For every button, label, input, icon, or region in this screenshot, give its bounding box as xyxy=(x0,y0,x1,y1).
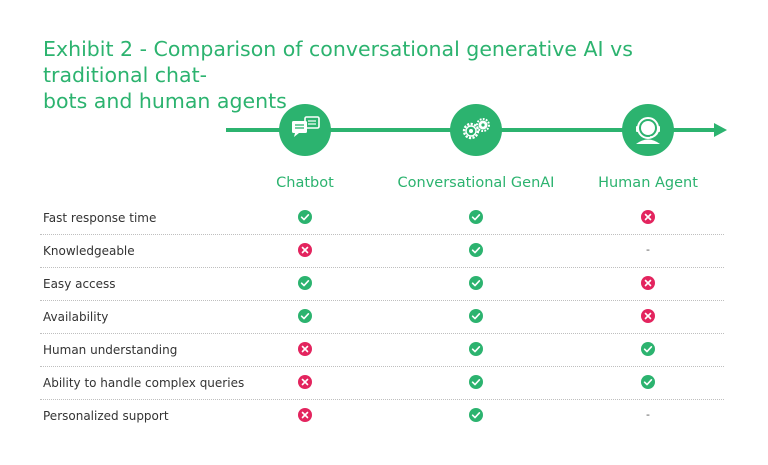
check-icon xyxy=(298,276,312,290)
page-title: Exhibit 2 - Comparison of conversational… xyxy=(43,36,743,114)
cross-icon xyxy=(298,243,312,257)
table-row: Easy access xyxy=(40,267,724,301)
cross-icon xyxy=(641,276,655,290)
not-applicable-dash: - xyxy=(646,408,650,421)
row-label: Ability to handle complex queries xyxy=(43,376,245,390)
check-icon xyxy=(641,342,655,356)
title-line-2: bots and human agents xyxy=(43,89,287,113)
check-icon xyxy=(641,375,655,389)
column-label-genai: Conversational GenAI xyxy=(397,175,555,191)
not-applicable-dash: - xyxy=(646,243,650,256)
check-icon xyxy=(298,210,312,224)
cross-icon xyxy=(298,342,312,356)
chat-bubbles-icon xyxy=(292,116,320,137)
check-icon xyxy=(469,408,483,422)
cross-icon xyxy=(641,309,655,323)
genai-circle xyxy=(450,104,502,156)
column-label-human-agent: Human Agent xyxy=(598,175,698,191)
row-label: Human understanding xyxy=(43,343,178,357)
row-label: Easy access xyxy=(43,277,116,291)
table-row: Personalized support - xyxy=(40,399,724,432)
gears-icon xyxy=(462,118,490,140)
check-icon xyxy=(298,309,312,323)
row-label: Knowledgeable xyxy=(43,244,135,258)
row-label: Personalized support xyxy=(43,409,169,423)
human-agent-circle xyxy=(622,104,674,156)
table-row: Availability xyxy=(40,300,724,334)
chatbot-circle xyxy=(279,104,331,156)
row-label: Availability xyxy=(43,310,109,324)
headset-agent-icon xyxy=(636,117,660,144)
table-row: Ability to handle complex queries xyxy=(40,366,724,400)
check-icon xyxy=(469,309,483,323)
check-icon xyxy=(469,342,483,356)
row-label: Fast response time xyxy=(43,211,157,225)
table-row: Human understanding xyxy=(40,333,724,367)
check-icon xyxy=(469,243,483,257)
cross-icon xyxy=(641,210,655,224)
column-label-chatbot: Chatbot xyxy=(276,175,334,191)
check-icon xyxy=(469,375,483,389)
table-row: Fast response time xyxy=(40,201,724,235)
check-icon xyxy=(469,210,483,224)
table-row: Knowledgeable - xyxy=(40,234,724,268)
title-line-1: Exhibit 2 - Comparison of conversational… xyxy=(43,37,633,87)
cross-icon xyxy=(298,408,312,422)
cross-icon xyxy=(298,375,312,389)
check-icon xyxy=(469,276,483,290)
